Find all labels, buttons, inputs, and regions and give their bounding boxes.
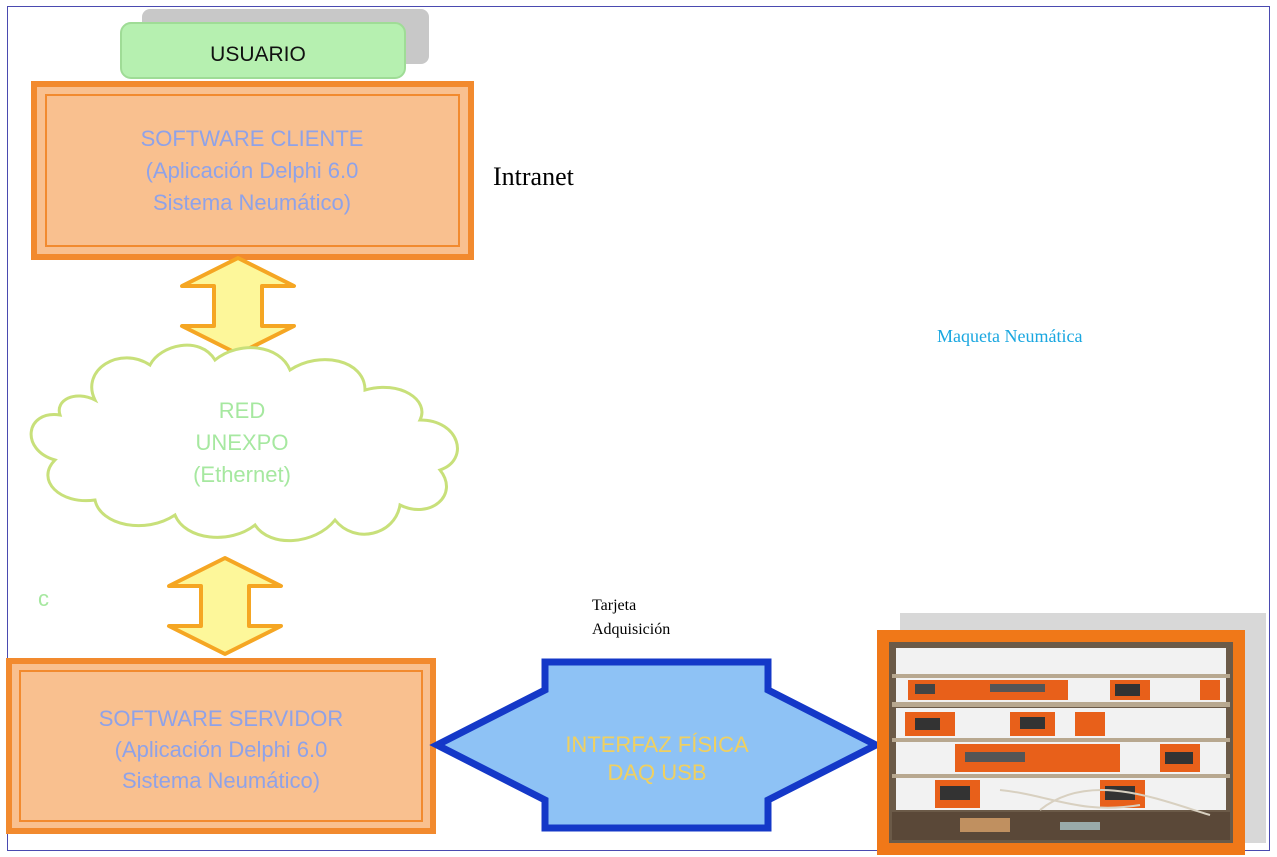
component [990, 684, 1045, 692]
tarjeta-label-line-1: Tarjeta [592, 597, 636, 614]
network-line-2: UNEXPO [196, 430, 289, 455]
stray-mark: c [38, 586, 49, 611]
component-plate [1200, 680, 1220, 700]
component [915, 718, 940, 730]
board-connector [1060, 822, 1100, 830]
pneumatic-board-photo [877, 613, 1266, 855]
board-box [960, 818, 1010, 832]
network-line-1: RED [219, 398, 265, 423]
board-rail [892, 674, 1230, 678]
client-subtitle-1: (Aplicación Delphi 6.0 [146, 158, 359, 183]
air-hose [1039, 789, 1211, 816]
user-node: USUARIO [120, 9, 429, 79]
cloud-shape [29, 343, 459, 543]
daq-double-arrow [429, 658, 884, 832]
daq-line-2: DAQ USB [607, 760, 706, 785]
bidirectional-arrow-network-server [167, 556, 283, 656]
board-rail [892, 702, 1230, 707]
client-subtitle-2: Sistema Neumático) [153, 190, 351, 215]
server-subtitle-2: Sistema Neumático) [122, 768, 320, 793]
network-cloud: RED UNEXPO (Ethernet) [29, 343, 459, 543]
server-box-outer [6, 658, 436, 834]
client-box: SOFTWARE CLIENTE (Aplicación Delphi 6.0 … [31, 81, 474, 260]
server-box: SOFTWARE SERVIDOR (Aplicación Delphi 6.0… [6, 658, 436, 834]
page-frame [7, 6, 1270, 851]
component-plate [1075, 712, 1105, 736]
component [915, 684, 935, 694]
tarjeta-label-line-2: Adquisición [592, 621, 670, 638]
client-box-inner [45, 94, 460, 247]
client-box-outer [31, 81, 474, 260]
component [965, 752, 1025, 762]
server-subtitle-1: (Aplicación Delphi 6.0 [115, 737, 328, 762]
user-box [120, 22, 406, 79]
air-hose [999, 789, 1141, 809]
daq-line-1: INTERFAZ FÍSICA [565, 732, 749, 757]
server-title: SOFTWARE SERVIDOR [99, 706, 343, 731]
server-box-inner [19, 670, 423, 822]
daq-interface: INTERFAZ FÍSICA DAQ USB [429, 658, 884, 832]
intranet-label: Intranet [493, 162, 575, 191]
network-line-3: (Ethernet) [193, 462, 291, 487]
board-rail [892, 738, 1230, 742]
client-title: SOFTWARE CLIENTE [141, 126, 364, 151]
board-rail [892, 774, 1230, 778]
bidirectional-arrow-client-network [180, 256, 296, 356]
component [940, 786, 970, 800]
board-panel [896, 648, 1226, 674]
component [1165, 752, 1193, 764]
component [1115, 684, 1140, 696]
maqueta-label: Maqueta Neumática [937, 326, 1082, 346]
user-label: USUARIO [210, 43, 306, 66]
component [1020, 717, 1045, 729]
